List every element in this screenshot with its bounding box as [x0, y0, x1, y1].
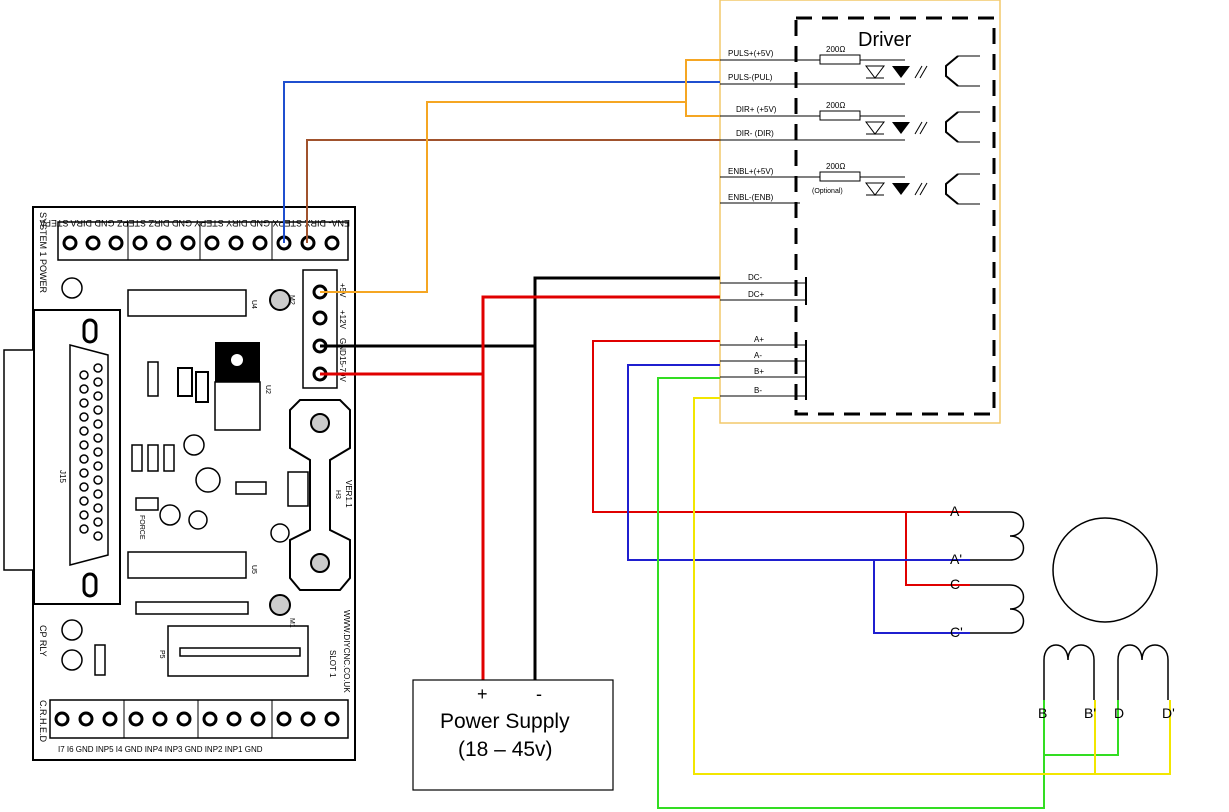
db25-pin [93, 447, 103, 457]
board-url: WWW.DIYCNC.CO.UK [342, 610, 351, 693]
board-right-label-12v: +12V [338, 310, 347, 330]
pin-label-puls-plus: PULS+(+5V) [728, 49, 774, 58]
db25-pin [93, 405, 103, 415]
motor-coil-d: D [1114, 705, 1124, 721]
motor-coil-a-prime: A' [950, 551, 962, 567]
db25-pin [93, 391, 103, 401]
power-label-dc-minus: DC- [748, 273, 763, 282]
motor-coil-c: C [950, 576, 960, 592]
power-label-dc-plus: DC+ [748, 290, 765, 299]
board-right-label-15-70v: 15-70V [338, 356, 347, 382]
board-right-label-5v: +5V [338, 283, 347, 298]
wire-motor-b-minus [693, 397, 1171, 775]
db25-pin [79, 524, 89, 534]
power-supply-label-2: (18 – 45v) [458, 738, 553, 761]
wire-motor-a-plus [592, 340, 970, 513]
bottom-terminal-pads [54, 711, 340, 727]
wire-dir [306, 139, 720, 243]
board-component-u5: U5 [250, 565, 257, 574]
db25-pin [93, 489, 103, 499]
db25-pin [93, 517, 103, 527]
board-component-m1: M1 [288, 618, 295, 628]
optional-label: (Optional) [812, 188, 843, 195]
db25-pin [93, 461, 103, 471]
db25-pin [93, 419, 103, 429]
power-supply-label-1: Power Supply [440, 710, 570, 733]
top-terminal-pads [62, 235, 340, 251]
power-supply-plus: + [477, 684, 488, 704]
db25-pin [93, 433, 103, 443]
board-component-j15: J15 [58, 470, 67, 483]
motor-coil-c-prime: C' [950, 624, 963, 640]
board-side-label-3: C.R.H.E.D [38, 700, 48, 743]
motor-label-b-minus: B- [754, 386, 762, 395]
board-bottom-labels: I7 I6 GND INP5 I4 GND INP4 INP3 GND INP2… [58, 745, 263, 754]
db25-pin [79, 370, 89, 380]
controller-board: ENA- DIRX STEPX GND DIRY STEPY GND DIRZ … [3, 206, 356, 761]
db25-pin [79, 482, 89, 492]
motor-coil-d-prime: D' [1162, 705, 1175, 721]
db25-pin [79, 496, 89, 506]
db25-pin [79, 398, 89, 408]
board-component-p5: P5 [158, 650, 165, 659]
board-force: FORCE [138, 515, 145, 540]
stepper-motor: A A' C C' B B' D D' [950, 503, 1175, 721]
db25-pin [79, 426, 89, 436]
wires [283, 59, 1171, 809]
motor-label-a-plus: A+ [754, 335, 764, 344]
motor-coil-b-prime: B' [1084, 705, 1096, 721]
driver-title: Driver [858, 29, 912, 51]
db25-pin [79, 384, 89, 394]
wire-vplus [320, 295, 720, 680]
driver-module: Driver PULS+(+5V) PULS-(PUL) 200Ω DIR+ (… [719, 0, 1001, 424]
board-slot: SLOT 1 [328, 650, 337, 678]
power-supply: + - Power Supply (18 – 45v) [412, 679, 614, 791]
resistor-label-3: 200Ω [826, 162, 845, 171]
pin-label-dir-plus: DIR+ (+5V) [736, 105, 777, 114]
power-supply-minus: - [536, 684, 542, 704]
board-side-label: SYSTEM 1 POWER [38, 212, 48, 294]
resistor-label-1: 200Ω [826, 45, 845, 54]
db25-pin [79, 412, 89, 422]
pin-label-dir-minus: DIR- (DIR) [736, 129, 774, 138]
motor-coil-a: A [950, 503, 960, 519]
optocoupler-1 [865, 55, 980, 87]
db25-pin [93, 377, 103, 387]
board-component-u4: U4 [250, 300, 257, 309]
resistor-label-2: 200Ω [826, 101, 845, 110]
db25-pin [79, 440, 89, 450]
motor-label-b-plus: B+ [754, 367, 764, 376]
board-component-h3: H3 [334, 490, 341, 499]
pin-label-enbl-minus: ENBL-(ENB) [728, 193, 774, 202]
db25-pin [79, 454, 89, 464]
db25-pin [93, 531, 103, 541]
motor-label-a-minus: A- [754, 351, 762, 360]
wire-motor-b-plus [657, 377, 1045, 809]
board-version: VER1.1 [344, 480, 353, 508]
wire-motor-a-minus [627, 364, 970, 561]
wire-5v [320, 59, 720, 293]
db25-connector: J15 [3, 309, 121, 605]
db25-pin [79, 468, 89, 478]
motor-coil-b: B [1038, 705, 1047, 721]
wire-gnd [320, 276, 720, 680]
wire-step-pul [283, 81, 720, 243]
db25-pin [79, 510, 89, 520]
db25-pin [93, 475, 103, 485]
pin-label-puls-minus: PULS-(PUL) [728, 73, 773, 82]
board-component-u2: U2 [264, 385, 271, 394]
pin-label-enbl-plus: ENBL+(+5V) [728, 167, 774, 176]
board-top-labels: ENA- DIRX STEPX GND DIRY STEPY GND DIRZ … [40, 218, 350, 228]
optocoupler-2 [865, 111, 980, 143]
db25-pin [93, 503, 103, 513]
db25-pin [93, 363, 103, 373]
board-component-m2: M2 [288, 295, 295, 305]
optocoupler-3 [865, 173, 980, 205]
board-side-label-2: CP RLY [38, 625, 48, 657]
